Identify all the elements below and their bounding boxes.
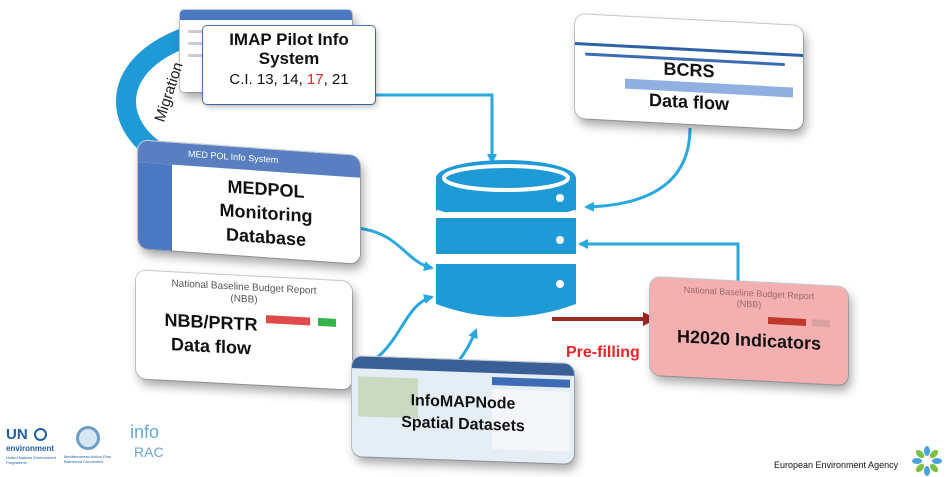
medpol-line1: MEDPOL (227, 176, 305, 202)
medpol-card: MED POL Info System MEDPOL Monitoring Da… (138, 140, 360, 264)
imap-ci-suffix: , 21 (323, 71, 349, 88)
un-name: UN (6, 426, 28, 443)
imap-title: IMAP Pilot Info System (229, 30, 349, 69)
un-globe-icon (34, 428, 47, 441)
imap-card: IMAP Pilot Info System C.I. 13, 14, 17, … (203, 26, 375, 104)
inforac-info: info (130, 422, 160, 442)
infomap-line1: InfoMAPNode (410, 392, 516, 413)
nbb-line2: Data flow (170, 334, 251, 359)
medpol-line3: Database (225, 224, 307, 250)
prefilling-text: Pre-filling (566, 344, 640, 361)
infomap-card: InfoMAPNode Spatial Datasets (352, 356, 574, 464)
imap-ci-prefix: C.I. 13, 14, (229, 71, 307, 88)
bcrs-sub: Data flow (648, 89, 729, 115)
un-program: United Nations Environment Programme (6, 455, 56, 465)
h2020-card: National Baseline Budget Report (NBB) H2… (650, 276, 848, 386)
eea-label: European Environment Agency (774, 460, 899, 470)
un-environment-logo: UN environment United Nations Environmen… (6, 426, 58, 472)
imap-ci-red: 17 (306, 71, 324, 88)
eea-logo-icon (912, 446, 942, 476)
edge-medpol-db (355, 226, 434, 272)
database-icon (435, 160, 577, 317)
infomap-line2: Spatial Datasets (401, 413, 525, 436)
inforac-logo: info RAC (130, 422, 176, 472)
nbb-line1: NBB/PRTR (164, 309, 258, 335)
edge-bcrs-db (584, 127, 692, 212)
edge-imap-db (372, 93, 497, 164)
h2020-label: H2020 Indicators (676, 326, 822, 354)
map-emblem-icon (76, 426, 100, 450)
inforac-rac: RAC (134, 444, 164, 460)
bcrs-title: BCRS (663, 58, 715, 82)
prefilling-label: Pre-filling (566, 344, 640, 362)
nbb-card: National Baseline Budget Report (NBB) NB… (136, 270, 352, 390)
bcrs-card: BCRS Data flow (575, 14, 803, 130)
map-logo: Mediterranean Action Plan Barcelona Conv… (64, 424, 118, 472)
un-sub: environment (6, 444, 55, 453)
medpol-line2: Monitoring (219, 199, 313, 227)
edge-h2020-db (578, 239, 740, 282)
map-program: Mediterranean Action Plan Barcelona Conv… (64, 454, 111, 464)
